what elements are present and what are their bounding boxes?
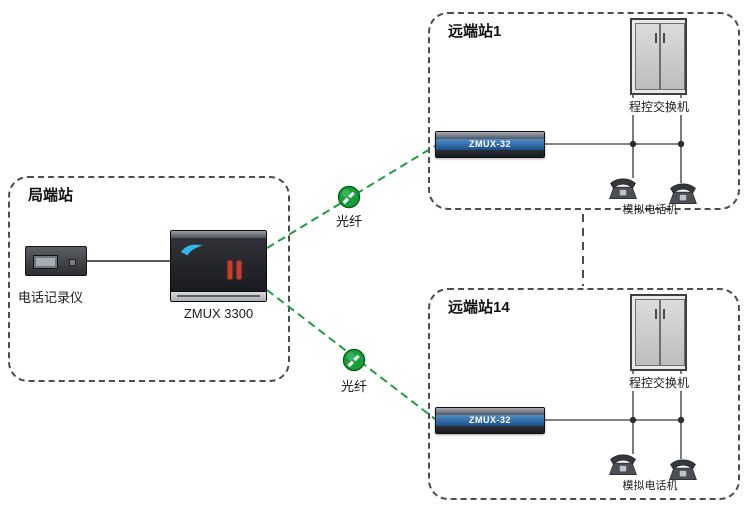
zmux3300-label: ZMUX 3300 [183,306,254,321]
analog-phones-label: 模拟电话机 [622,480,678,492]
fiber-label-2: 光纤 [340,379,367,394]
zmux3300-device [170,230,267,302]
zmux32-device-label: ZMUX-32 [436,139,544,150]
zmux32-device: ZMUX-32 [435,131,545,158]
remote-station-14-title: 远端站14 [448,299,510,316]
phone-recorder-device [25,246,87,276]
door-handle [655,33,657,43]
junction-dot [629,416,637,424]
central-station-title: 局端站 [28,187,74,204]
zmux3300-base [171,291,266,301]
station1-junction-dots [629,140,685,148]
junction-dot [629,140,637,148]
fiber-connector-icon [342,348,366,372]
analog-phone-icon [608,452,638,476]
analog-phones-label: 模拟电话机 [622,204,678,216]
door-handle [663,309,665,319]
remote-station-1-title: 远端站1 [448,23,502,40]
zmux3300-red-indicators [228,261,241,279]
pbx-cabinet [630,18,687,95]
zmux32-device-label: ZMUX-32 [436,415,544,426]
remote-station-1-box [428,12,740,210]
zmux-logo-icon [179,242,205,262]
zmux32-device: ZMUX-32 [435,407,545,434]
pbx-label: 程控交换机 [618,374,700,391]
cabinet-right-door [660,23,685,90]
cabinet-left-door [635,23,660,90]
pbx-cabinet [630,294,687,371]
fiber-connector-icon [337,185,361,209]
door-handle [655,309,657,319]
junction-dot [677,416,685,424]
analog-phone-icon [668,457,698,481]
analog-phone-icon [608,176,638,200]
cabinet-right-door [660,299,685,366]
central-station-box [8,176,290,382]
zmux32-top-face [436,132,544,139]
zmux32-front-panel [436,426,544,433]
remote-station-14-box [428,288,740,500]
fiber-label-1: 光纤 [335,214,362,229]
door-handle [663,33,665,43]
analog-phone-icon [668,181,698,205]
zmux3300-top-face [171,231,266,238]
recorder-screen [33,255,58,269]
pbx-label: 程控交换机 [618,98,700,115]
recorder-button [69,259,76,266]
junction-dot [677,140,685,148]
zmux32-front-panel [436,150,544,157]
phone-recorder-label: 电话记录仪 [18,290,84,305]
zmux32-top-face [436,408,544,415]
station14-junction-dots [629,416,685,424]
cabinet-left-door [635,299,660,366]
